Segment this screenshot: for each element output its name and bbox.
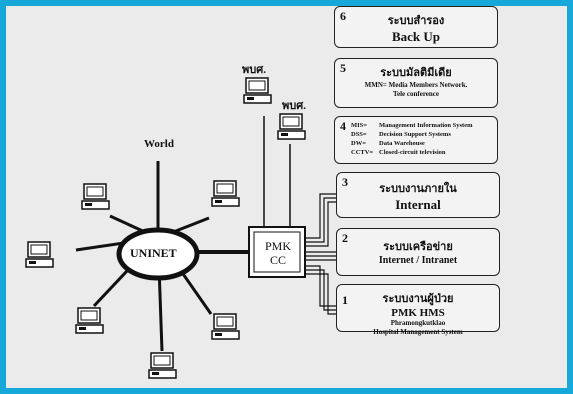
system-row: MIS=Management Information System [351, 122, 473, 129]
pc-bottom [148, 352, 177, 379]
center-line1: PMK [265, 239, 292, 253]
center-line2: CC [270, 253, 287, 267]
pc-lower-left [75, 307, 104, 334]
box-thai: ระบบเครือข่าย [383, 241, 453, 253]
box-number: 1 [342, 293, 348, 307]
pmk-cc-box [248, 226, 306, 278]
box-links [304, 193, 336, 315]
box-number: 3 [342, 175, 348, 189]
pc-left [25, 241, 54, 268]
uninet-hub [116, 227, 200, 281]
box-backup: 6 ระบบสำรอง Back Up [334, 6, 498, 48]
box-internal: 3 ระบบงานภายใน Internal [336, 172, 500, 218]
box-english: Back Up [391, 29, 441, 44]
pc-top-left [243, 77, 272, 104]
hub-label: UNINET [130, 246, 177, 260]
box-network: 2 ระบบเครือข่าย Internet / Intranet [336, 228, 500, 276]
box-number: 4 [340, 119, 346, 133]
box-information-systems: 4 MIS=Management Information System DSS=… [334, 116, 498, 164]
world-label: World [144, 138, 174, 150]
box-number: 6 [340, 9, 346, 23]
top-pc-label-2: พบศ. [282, 100, 306, 112]
diagram-canvas: พบศ. พบศ. World UNINET PMK CC 6 ระบบสำรอ… [6, 6, 567, 388]
box-english-small: MMN= Media Members Network. [364, 81, 468, 89]
box-sub2: Hospital Management System [373, 328, 463, 336]
box-thai: ระบบสำรอง [387, 15, 445, 27]
system-row: CCTV=Closed-circuit television [351, 149, 446, 156]
box-thai: ระบบงานภายใน [379, 183, 457, 195]
system-row: DSS=Decision Support Systems [351, 131, 451, 138]
box-multimedia: 5 ระบบมัลติมีเดีย MMN= Media Members Net… [334, 58, 498, 108]
pc-lower-right [211, 313, 240, 340]
network-diagram [25, 77, 336, 379]
box-english: PMK HMS [391, 307, 445, 319]
box-english: Internal [395, 197, 441, 212]
box-patient-system: 1 ระบบงานผู้ป่วย PMK HMS Phramongkutklao… [336, 284, 500, 336]
system-row: DW=Data Warehouse [351, 140, 425, 147]
box-thai: ระบบมัลติมีเดีย [380, 67, 452, 79]
box-thai: ระบบงานผู้ป่วย [382, 293, 454, 305]
box-number: 2 [342, 231, 348, 245]
box-note: Tele conference [392, 90, 440, 98]
pc-upper-right [211, 180, 240, 207]
top-pc-label-1: พบศ. [242, 64, 266, 76]
box-english: Internet / Intranet [378, 255, 458, 266]
box-number: 5 [340, 61, 346, 75]
pc-links [263, 116, 291, 230]
pc-top-right [277, 113, 306, 140]
box-sub1: Phramongkutklao [390, 319, 446, 327]
pc-upper-left [81, 183, 110, 210]
